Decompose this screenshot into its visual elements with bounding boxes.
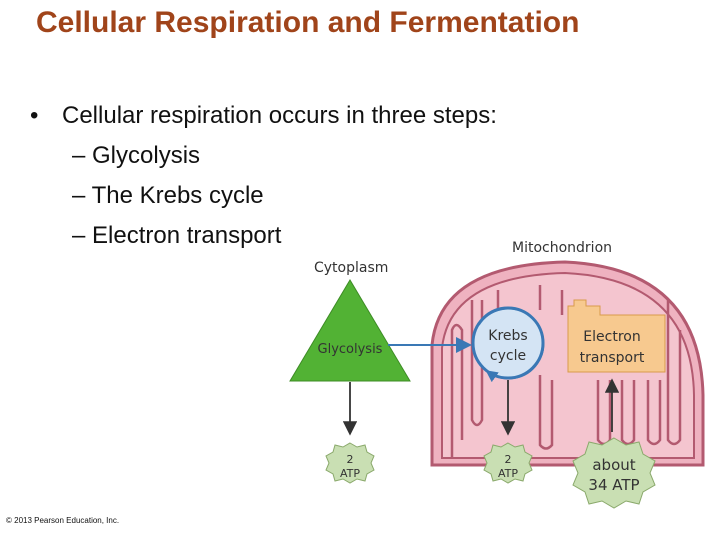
bullet-list: • Cellular respiration occurs in three s… [30, 96, 497, 256]
bullet-item: • Cellular respiration occurs in three s… [30, 96, 497, 136]
glycolysis-label: Glycolysis [318, 342, 383, 357]
atp-krebs-number: 2 [505, 453, 512, 466]
atp-badge-krebs [483, 442, 533, 484]
bullet-marker: • [30, 102, 39, 129]
atp-badge-electron [572, 437, 656, 509]
electron-transport-label-line2: transport [580, 350, 645, 366]
bullet-text: Cellular respiration occurs in three ste… [62, 102, 497, 129]
krebs-cycle-arrow [478, 307, 545, 383]
atp-electron-amount: 34 ATP [588, 476, 639, 494]
atp-glycolysis-unit: ATP [340, 467, 360, 480]
electron-transport-label-line1: Electron [583, 329, 640, 345]
electron-transport-box [567, 299, 666, 373]
sub-item-electron: – Electron transport [72, 222, 282, 249]
copyright-notice: © 2013 Pearson Education, Inc. [6, 516, 120, 525]
atp-glycolysis-number: 2 [347, 453, 354, 466]
cristae [450, 285, 682, 458]
atp-krebs-unit: ATP [498, 467, 518, 480]
atp-electron-prefix: about [592, 456, 635, 474]
slide-title: Cellular Respiration and Fermentation [36, 6, 580, 39]
atp-badge-glycolysis [325, 442, 375, 484]
krebs-label-line2: cycle [490, 348, 526, 364]
cytoplasm-label: Cytoplasm [314, 260, 388, 276]
glycolysis-triangle [289, 279, 411, 382]
sub-item-krebs: – The Krebs cycle [72, 182, 264, 209]
sub-item-glycolysis: – Glycolysis [72, 142, 201, 169]
krebs-label-line1: Krebs [488, 328, 527, 344]
mitochondrion-label: Mitochondrion [512, 240, 612, 256]
